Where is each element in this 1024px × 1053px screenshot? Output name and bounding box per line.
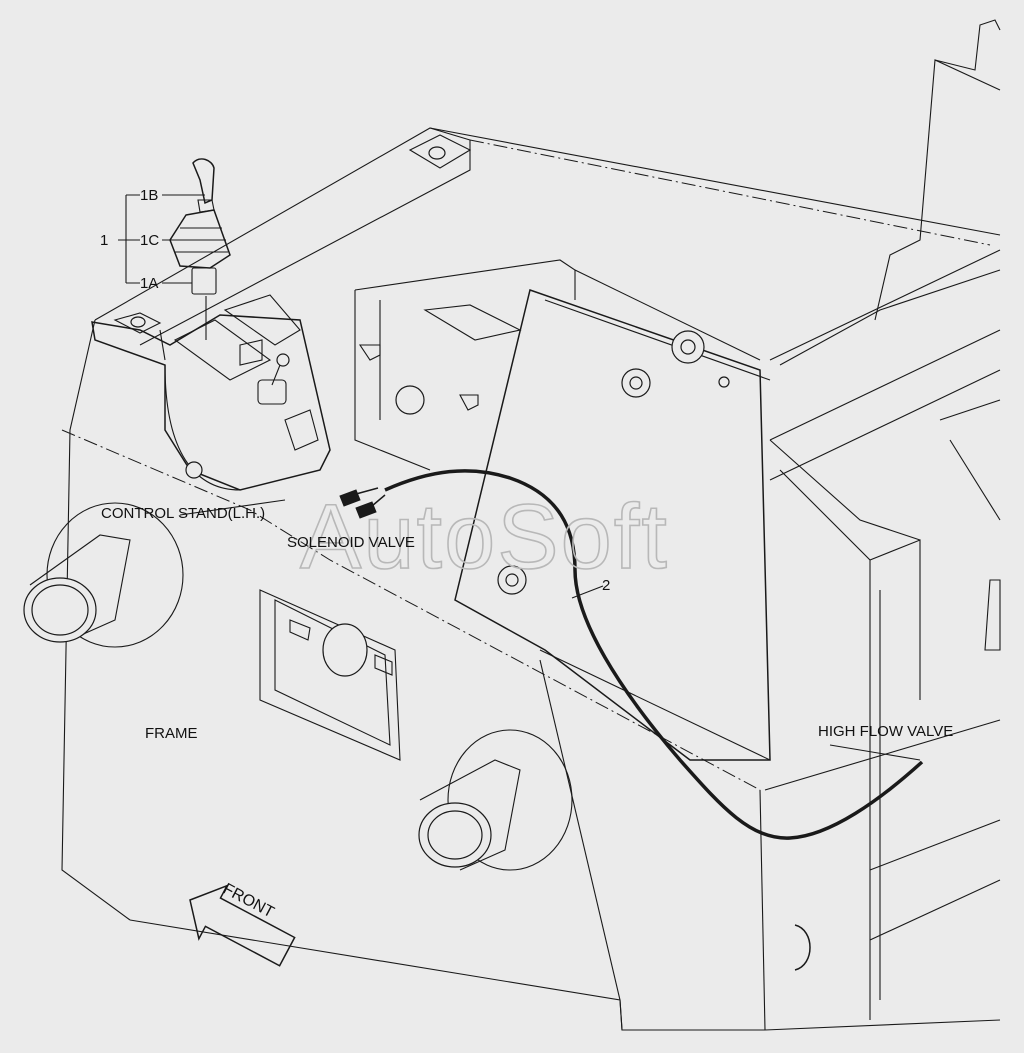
left-axle-tube [23,502,184,648]
callout-part-2: 2 [602,577,610,594]
label-front: FRONT [220,881,277,922]
callout-part-1: 1 [100,232,108,249]
joystick [169,158,231,340]
front-arrow [189,884,296,967]
callout-part-1a: 1A [140,275,158,292]
watermark: AutoSoft [300,486,669,588]
label-control-stand: CONTROL STAND(L.H.) [101,505,265,522]
callout-leaders [118,194,921,761]
right-axle-tube [418,729,573,871]
callout-part-1c: 1C [140,232,159,249]
label-high-flow-valve: HIGH FLOW VALVE [818,723,953,740]
callout-part-1b: 1B [140,187,158,204]
label-solenoid-valve: SOLENOID VALVE [287,534,415,551]
wire-harness [339,469,924,840]
control-stand [91,294,331,491]
label-frame: FRAME [145,725,198,742]
frame-body [61,19,1001,1031]
